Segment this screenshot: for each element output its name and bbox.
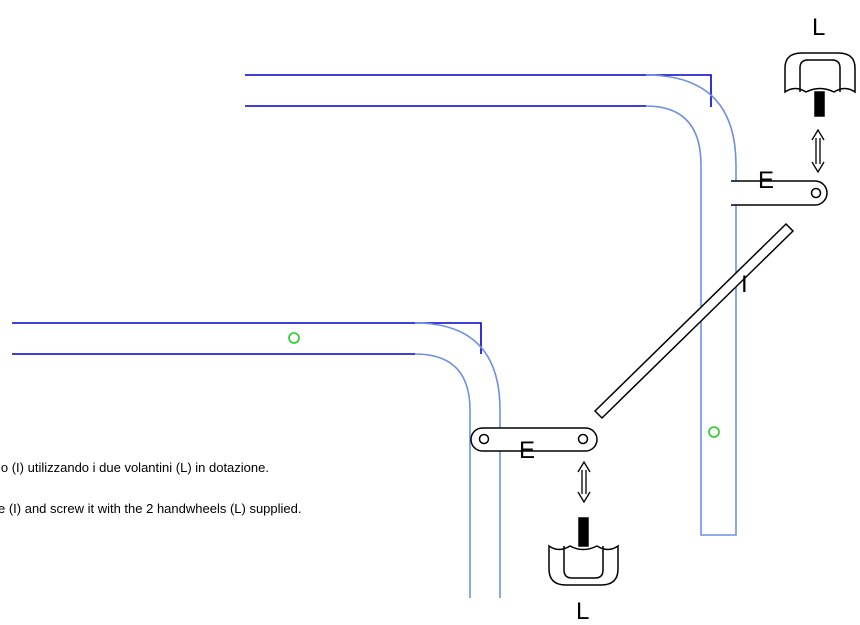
handwheel-top-label: L [812, 14, 825, 41]
bracket-bottom-hole-right [577, 433, 589, 445]
handwheel-bottom-label: L [576, 598, 589, 625]
handwheel-bottom-lobe-lines [563, 546, 604, 579]
rod-body [593, 222, 795, 420]
bracket-top-body [731, 180, 828, 206]
bracket-top-label: E [758, 167, 774, 194]
handwheel-top-knob [784, 52, 856, 94]
lower-tube-outer-curve [414, 322, 501, 598]
bracket-top-hole [810, 187, 822, 199]
arrow-bottom-shaft [581, 470, 587, 494]
rod [593, 222, 795, 420]
handwheel-top [784, 52, 856, 117]
upper-tube-marker [708, 426, 720, 438]
lower-tube [12, 322, 501, 598]
arrow-top-head-up [811, 128, 825, 141]
arrow-top [811, 128, 825, 174]
bracket-bottom [470, 427, 598, 452]
lower-tube-inner-curve [414, 353, 471, 598]
arrow-top-head-down [811, 161, 825, 174]
instruction-line-italian: lo (I) utilizzando i due volantini (L) i… [0, 460, 269, 475]
upper-tube-top-edge [245, 74, 712, 107]
lower-tube-marker [288, 332, 300, 344]
rod-label: I [741, 271, 748, 298]
bracket-top [731, 180, 828, 206]
handwheel-top-lobe-lines [799, 59, 841, 92]
upper-tube [245, 74, 737, 536]
arrow-bottom-head-down [577, 491, 591, 504]
handwheel-bottom-knob [548, 544, 619, 586]
arrow-top-shaft [815, 138, 821, 164]
arrow-bottom-head-up [577, 460, 591, 473]
bracket-bottom-hole-left [478, 433, 490, 445]
bracket-bottom-label: E [519, 437, 535, 464]
handwheel-top-screw [814, 91, 825, 117]
lower-tube-top-edge [12, 322, 482, 354]
instruction-line-english: e (I) and screw it with the 2 handwheels… [0, 501, 302, 516]
handwheel-bottom [548, 517, 619, 586]
upper-tube-outer-curve [645, 74, 737, 536]
handwheel-bottom-screw [578, 517, 589, 547]
arrow-bottom [577, 460, 591, 504]
bracket-bottom-body [470, 427, 598, 452]
